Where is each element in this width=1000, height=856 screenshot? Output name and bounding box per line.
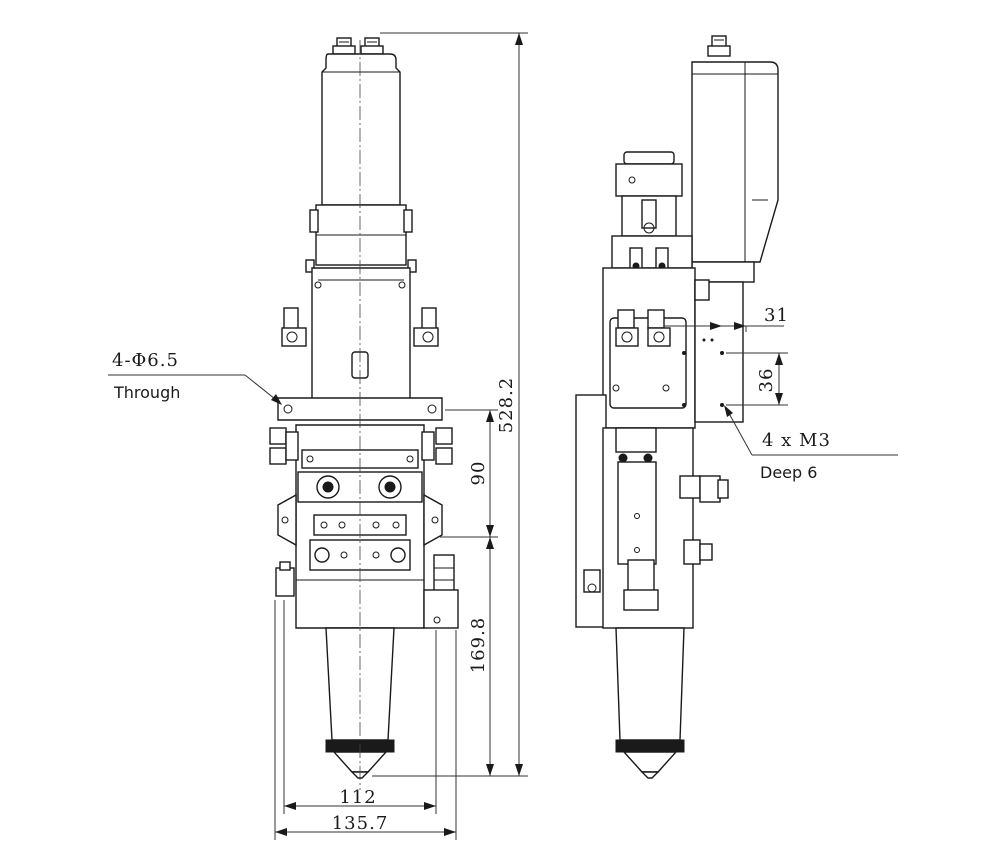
side-view	[575, 35, 779, 779]
callout-holes-note: Through	[113, 383, 180, 402]
front-middle-block	[281, 267, 439, 416]
dim-side-spacing: 36	[756, 368, 777, 393]
dim-side-offset: 31	[764, 305, 789, 326]
dim-upper-span: 90	[468, 461, 489, 486]
side-tall-housing	[691, 61, 779, 283]
dim-lower-span: 169.8	[468, 617, 489, 674]
dimension-lines	[108, 32, 898, 840]
front-top-connectors	[332, 37, 384, 55]
side-nozzle	[615, 627, 685, 779]
callout-holes-spec: 4-Φ6.5	[112, 350, 179, 371]
side-top-connector	[707, 35, 731, 57]
front-lower-housing	[269, 424, 459, 629]
side-body-block	[602, 267, 744, 429]
dim-outer-width: 135.7	[332, 813, 389, 834]
front-upper-housing	[305, 53, 417, 273]
side-lower-body	[575, 394, 729, 629]
side-collimator	[611, 151, 693, 273]
front-view	[269, 37, 459, 790]
callout-thread-spec: 4 x M3	[762, 430, 831, 451]
callout-thread-note: Deep 6	[760, 463, 817, 482]
dim-inner-width: 112	[339, 787, 376, 808]
dim-overall-height: 528.2	[496, 377, 517, 434]
